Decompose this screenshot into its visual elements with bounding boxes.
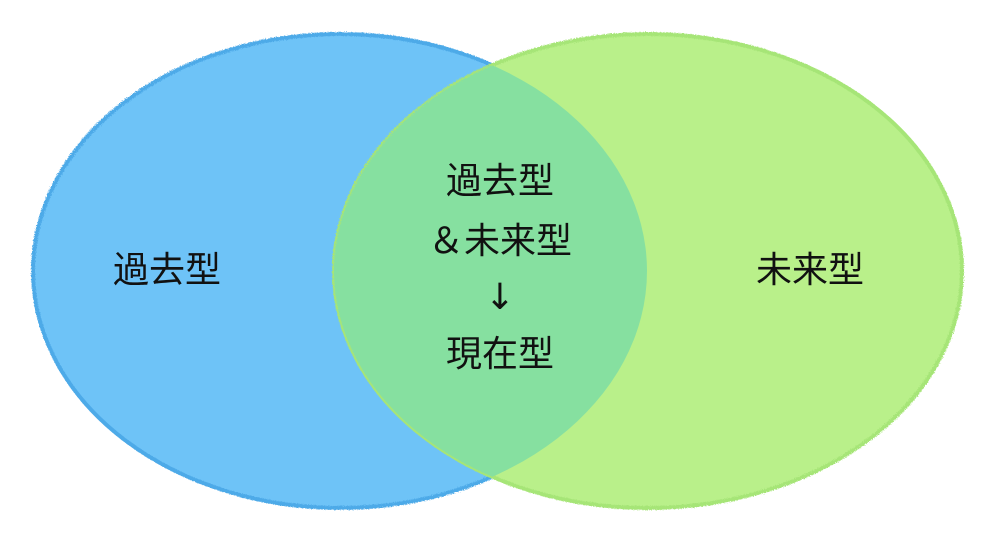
future-type-label: 未来型 (755, 250, 865, 291)
past-type-label: 過去型 (112, 250, 222, 291)
overlap-label-present: 現在型 (445, 334, 555, 375)
overlap-label-past: 過去型 (445, 161, 555, 202)
overlap-label-and-future: ＆未来型 (427, 221, 573, 262)
down-arrow-icon: ↓ (484, 277, 516, 318)
overlap-region (334, 34, 647, 508)
